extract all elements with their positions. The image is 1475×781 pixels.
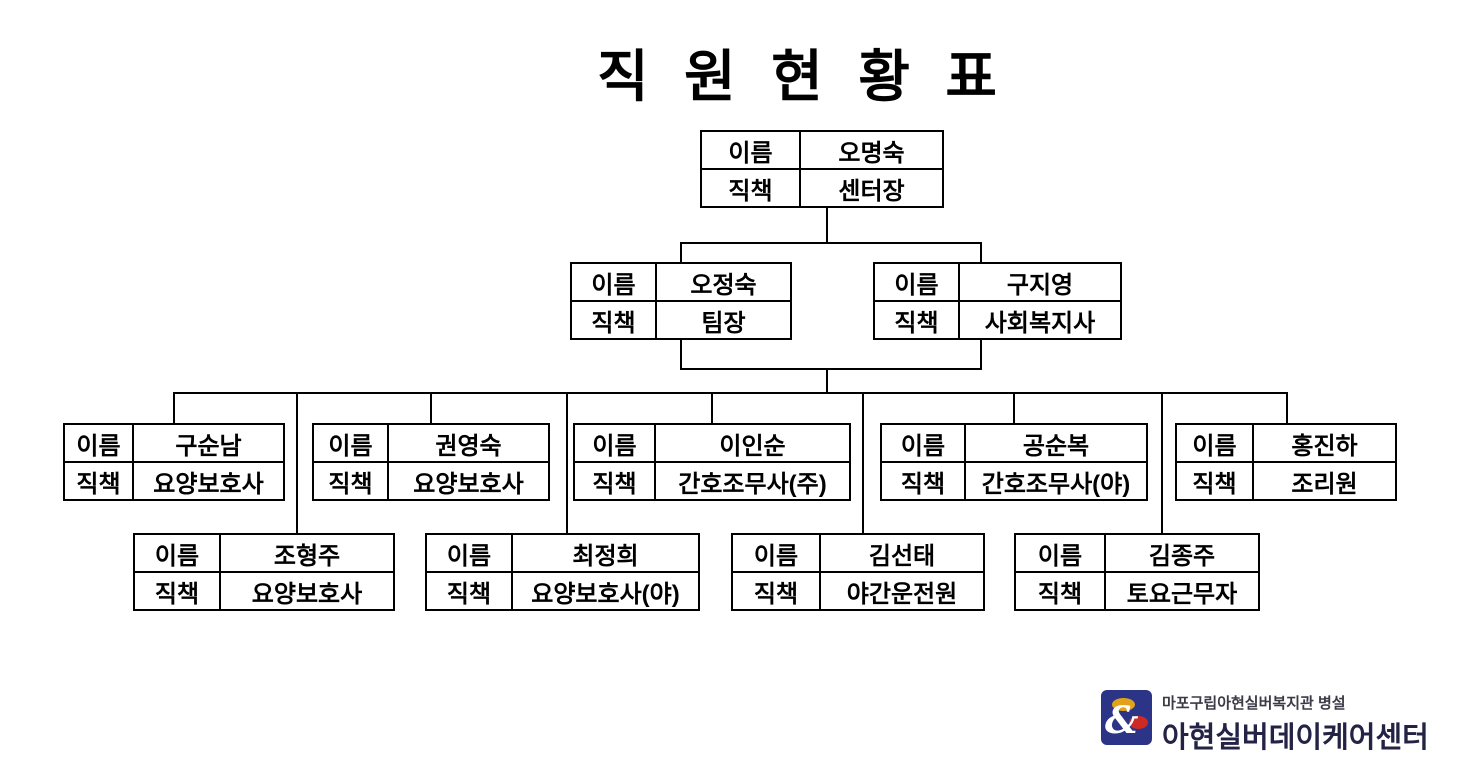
name-label: 이름: [575, 425, 656, 461]
staff-name: 김종주: [1148, 542, 1216, 570]
role-label: 직책: [135, 573, 221, 609]
name-label: 이름: [1177, 425, 1254, 461]
staff-name: 조형주: [273, 542, 341, 570]
staff-name: 최정희: [572, 542, 639, 570]
connector-line: [980, 242, 982, 264]
connector-line: [680, 340, 682, 370]
connector-line: [826, 208, 828, 244]
staff-role: 요양보호사: [251, 580, 363, 608]
staff-role: 조리원: [1291, 470, 1358, 498]
connector-line: [1161, 392, 1163, 535]
staff-name: 오명숙: [838, 139, 905, 167]
staff-name: 홍진하: [1291, 432, 1358, 460]
staff-box-night-driver: 이름 김선태 직책 야간운전원: [731, 533, 985, 611]
role-label: 직책: [875, 302, 960, 338]
staff-role: 센터장: [838, 177, 905, 205]
name-label: 이름: [314, 425, 389, 461]
staff-box-team-lead: 이름 오정숙 직책 팀장: [570, 262, 792, 340]
name-label: 이름: [65, 425, 134, 461]
staff-role: 요양보호사: [413, 470, 524, 498]
staff-box-caregiver-2: 이름 권영숙 직책 요양보호사: [312, 423, 550, 501]
role-label: 직책: [1177, 463, 1254, 499]
org-center-name: 아현실버데이케어센터: [1162, 722, 1429, 754]
name-label: 이름: [1016, 535, 1106, 571]
connector-line: [680, 242, 982, 244]
name-label: 이름: [733, 535, 821, 571]
connector-line: [430, 392, 432, 425]
staff-box-caregiver-night: 이름 최정희 직책 요양보호사(야): [425, 533, 700, 611]
staff-box-saturday-worker: 이름 김종주 직책 토요근무자: [1014, 533, 1260, 611]
name-label: 이름: [702, 132, 801, 168]
staff-name: 공순복: [1022, 432, 1090, 460]
staff-role: 팀장: [701, 309, 746, 337]
staff-role: 간호조무사(야): [981, 470, 1131, 498]
connector-line: [680, 368, 982, 370]
staff-box-caregiver-1: 이름 구순남 직책 요양보호사: [63, 423, 285, 501]
connector-line: [1286, 392, 1288, 425]
name-label: 이름: [572, 264, 657, 300]
role-label: 직책: [575, 463, 656, 499]
staff-box-cook: 이름 홍진하 직책 조리원: [1175, 423, 1397, 501]
role-label: 직책: [733, 573, 821, 609]
page-title: 직 원 현 황 표: [597, 45, 1007, 108]
role-label: 직책: [882, 463, 966, 499]
connector-line: [711, 392, 713, 425]
connector-line: [566, 392, 568, 535]
role-label: 직책: [1016, 573, 1106, 609]
name-label: 이름: [875, 264, 960, 300]
connector-line: [980, 340, 982, 370]
staff-name: 구지영: [1006, 271, 1074, 299]
role-label: 직책: [702, 170, 801, 206]
staff-role: 요양보호사(야): [531, 580, 680, 608]
staff-box-nurse-aide-day: 이름 이인순 직책 간호조무사(주): [573, 423, 851, 501]
staff-box-center-head: 이름 오명숙 직책 센터장: [700, 130, 944, 208]
staff-box-social-worker: 이름 구지영 직책 사회복지사: [873, 262, 1122, 340]
role-label: 직책: [572, 302, 657, 338]
staff-name: 김선태: [868, 542, 936, 570]
role-label: 직책: [65, 463, 134, 499]
connector-line: [826, 368, 828, 394]
connector-line: [296, 392, 298, 535]
staff-name: 오정숙: [690, 271, 757, 299]
connector-line: [173, 392, 1288, 394]
staff-box-caregiver-3: 이름 조형주 직책 요양보호사: [133, 533, 395, 611]
staff-role: 야간운전원: [846, 580, 958, 608]
logo-mark-icon: &: [1101, 690, 1152, 745]
logo-ellipse-yellow-icon: [1112, 698, 1135, 711]
role-label: 직책: [314, 463, 389, 499]
logo-text-block: 마포구립아현실버복지관 병설 아현실버데이케어센터: [1162, 690, 1429, 756]
staff-box-nurse-aide-night: 이름 공순복 직책 간호조무사(야): [880, 423, 1148, 501]
organization-logo: & 마포구립아현실버복지관 병설 아현실버데이케어센터: [1101, 690, 1429, 756]
staff-role: 요양보호사: [153, 470, 264, 498]
connector-line: [862, 392, 864, 535]
ampersand-icon: &: [1105, 698, 1139, 742]
staff-role: 사회복지사: [984, 309, 1096, 337]
staff-name: 이인순: [719, 432, 786, 460]
connector-line: [1013, 392, 1015, 425]
name-label: 이름: [882, 425, 966, 461]
connector-line: [173, 392, 175, 425]
name-label: 이름: [427, 535, 513, 571]
logo-ellipse-red-icon: [1129, 716, 1148, 729]
role-label: 직책: [427, 573, 513, 609]
org-parent-name: 마포구립아현실버복지관 병설: [1162, 695, 1346, 712]
staff-role: 간호조무사(주): [678, 470, 827, 498]
connector-line: [680, 242, 682, 264]
staff-role: 토요근무자: [1126, 580, 1238, 608]
name-label: 이름: [135, 535, 221, 571]
staff-name: 구순남: [175, 432, 242, 460]
staff-name: 권영숙: [435, 432, 502, 460]
